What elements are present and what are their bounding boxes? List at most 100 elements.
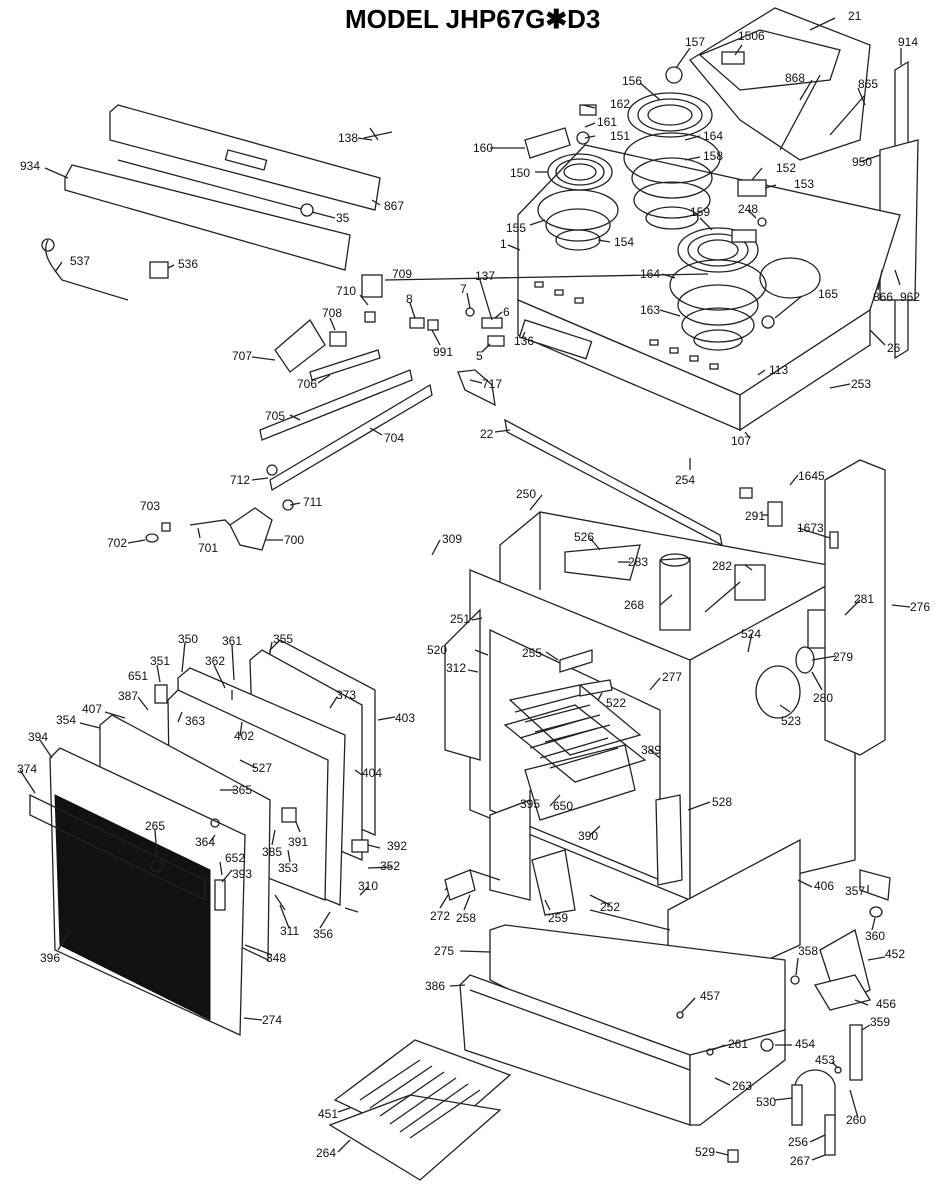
part-label: 164: [703, 129, 723, 143]
part-label: 364: [195, 835, 215, 849]
part-label: 396: [40, 951, 60, 965]
part-label: 255: [522, 646, 542, 660]
part-label: 536: [178, 257, 198, 271]
part-label: 1: [500, 237, 507, 251]
part-label: 406: [814, 879, 834, 893]
hinge-parts: [791, 869, 891, 1156]
part-label: 520: [427, 643, 447, 657]
part-label: 7: [460, 282, 467, 296]
part-label: 712: [230, 473, 250, 487]
part-label: 708: [322, 306, 342, 320]
part-label: 404: [362, 766, 382, 780]
cooktop: [517, 144, 901, 432]
part-label: 707: [232, 349, 252, 363]
part-label: 356: [313, 927, 333, 941]
part-label: 259: [548, 911, 568, 925]
part-label: 373: [336, 688, 356, 702]
part-label: 261: [728, 1037, 748, 1051]
part-label: 157: [685, 35, 705, 49]
part-label: 866: [873, 290, 893, 304]
oven-racks: [503, 684, 647, 821]
part-label: 355: [273, 632, 293, 646]
part-label: 457: [700, 989, 720, 1003]
part-label: 158: [703, 149, 723, 163]
part-label: 710: [336, 284, 356, 298]
part-label: 136: [514, 334, 534, 348]
part-label: 254: [675, 473, 695, 487]
part-label: 351: [150, 654, 170, 668]
part-label: 268: [624, 598, 644, 612]
part-label: 711: [303, 495, 322, 509]
part-label: 21: [848, 9, 862, 23]
part-label: 526: [574, 530, 594, 544]
part-label: 365: [232, 783, 252, 797]
part-label: 374: [17, 762, 37, 776]
misc-parts-left: [41, 127, 505, 511]
cooktop-hardware: [524, 51, 775, 329]
part-label: 283: [628, 555, 648, 569]
part-label: 363: [185, 714, 205, 728]
part-label: 522: [606, 696, 626, 710]
part-label: 154: [614, 235, 634, 249]
part-label: 934: [20, 159, 40, 173]
part-label: 391: [288, 835, 308, 849]
part-label: 705: [265, 409, 285, 423]
part-label: 962: [900, 290, 920, 304]
part-label: 527: [252, 761, 272, 775]
part-label: 389: [641, 743, 661, 757]
part-label: 260: [846, 1113, 866, 1127]
part-label: 950: [852, 155, 872, 169]
part-label: 251: [450, 612, 470, 626]
part-label: 528: [712, 795, 732, 809]
part-labels: 21 914 1506 157 868 865 156 162 138 161 …: [17, 9, 930, 1168]
part-label: 256: [788, 1135, 808, 1149]
part-label: 253: [851, 377, 871, 391]
part-label: 252: [600, 900, 620, 914]
part-label: 263: [732, 1079, 752, 1093]
part-label: 991: [433, 345, 453, 359]
part-label: 704: [384, 431, 404, 445]
leader-lines: [19, 17, 911, 1161]
part-label: 156: [622, 74, 642, 88]
part-label: 272: [430, 909, 450, 923]
part-label: 265: [145, 819, 165, 833]
part-label: 386: [425, 979, 445, 993]
part-label: 277: [662, 670, 682, 684]
latch-parts: [145, 507, 273, 551]
part-label: 35: [336, 211, 350, 225]
part-label: 281: [854, 592, 874, 606]
part-label: 717: [482, 377, 502, 391]
part-label: 311: [280, 924, 299, 938]
part-label: 650: [553, 799, 573, 813]
part-label: 868: [785, 71, 805, 85]
part-label: 352: [380, 859, 400, 873]
part-label: 279: [833, 650, 853, 664]
part-label: 453: [815, 1053, 835, 1067]
part-label: 523: [781, 714, 801, 728]
part-label: 358: [798, 944, 818, 958]
part-label: 392: [387, 839, 407, 853]
part-label: 162: [610, 97, 630, 111]
storage-drawer: [459, 924, 800, 1163]
part-label: 362: [205, 654, 225, 668]
part-label: 8: [406, 292, 413, 306]
part-label: 5: [476, 349, 483, 363]
part-label: 282: [712, 559, 732, 573]
part-label: 524: [741, 627, 761, 641]
part-label: 26: [887, 341, 901, 355]
part-label: 155: [506, 221, 526, 235]
part-label: 113: [769, 363, 788, 377]
part-label: 153: [794, 177, 814, 191]
part-label: 152: [776, 161, 796, 175]
rear-panel: [689, 7, 919, 360]
part-label: 706: [297, 377, 317, 391]
part-label: 651: [128, 669, 148, 683]
part-label: 914: [898, 35, 918, 49]
part-label: 700: [284, 533, 304, 547]
part-label: 250: [516, 487, 536, 501]
part-label: 151: [610, 129, 630, 143]
part-label: 312: [446, 661, 466, 675]
part-label: 530: [756, 1095, 776, 1109]
part-label: 22: [480, 427, 494, 441]
part-label: 165: [818, 287, 838, 301]
